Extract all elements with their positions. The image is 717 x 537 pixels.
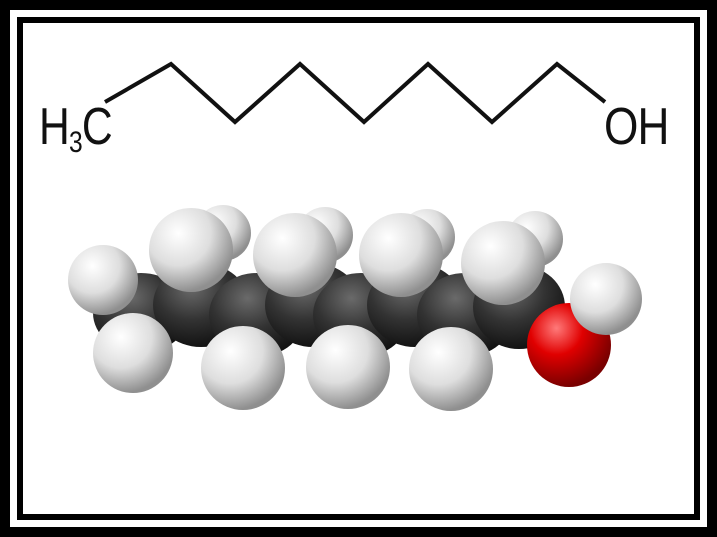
molecule-figure: H3C OH bbox=[23, 23, 694, 514]
hydroxyl-group-label: OH bbox=[604, 98, 669, 156]
hydrogen-atom bbox=[149, 208, 233, 292]
hydroxyl-group bbox=[527, 263, 642, 387]
methyl-h: H bbox=[39, 98, 70, 156]
hydrogen-atom bbox=[409, 327, 493, 411]
hydrogen-atom bbox=[201, 326, 285, 410]
hydrogen-atom bbox=[306, 325, 390, 409]
skeletal-bond-chain bbox=[104, 61, 607, 125]
bottom-hydrogens bbox=[93, 313, 493, 411]
molecule-svg bbox=[68, 61, 642, 411]
hydrogen-atom bbox=[253, 213, 337, 297]
top-hydrogens bbox=[68, 208, 545, 315]
methyl-c: C bbox=[81, 98, 113, 156]
methyl-group-label: H3C bbox=[39, 98, 113, 159]
hydrogen-atom bbox=[93, 313, 173, 393]
hydrogen-atom bbox=[570, 263, 642, 335]
hydrogen-atom bbox=[68, 245, 138, 315]
hydrogen-atom bbox=[359, 213, 443, 297]
hydrogen-atom bbox=[461, 221, 545, 305]
methyl-subscript: 3 bbox=[68, 126, 83, 159]
